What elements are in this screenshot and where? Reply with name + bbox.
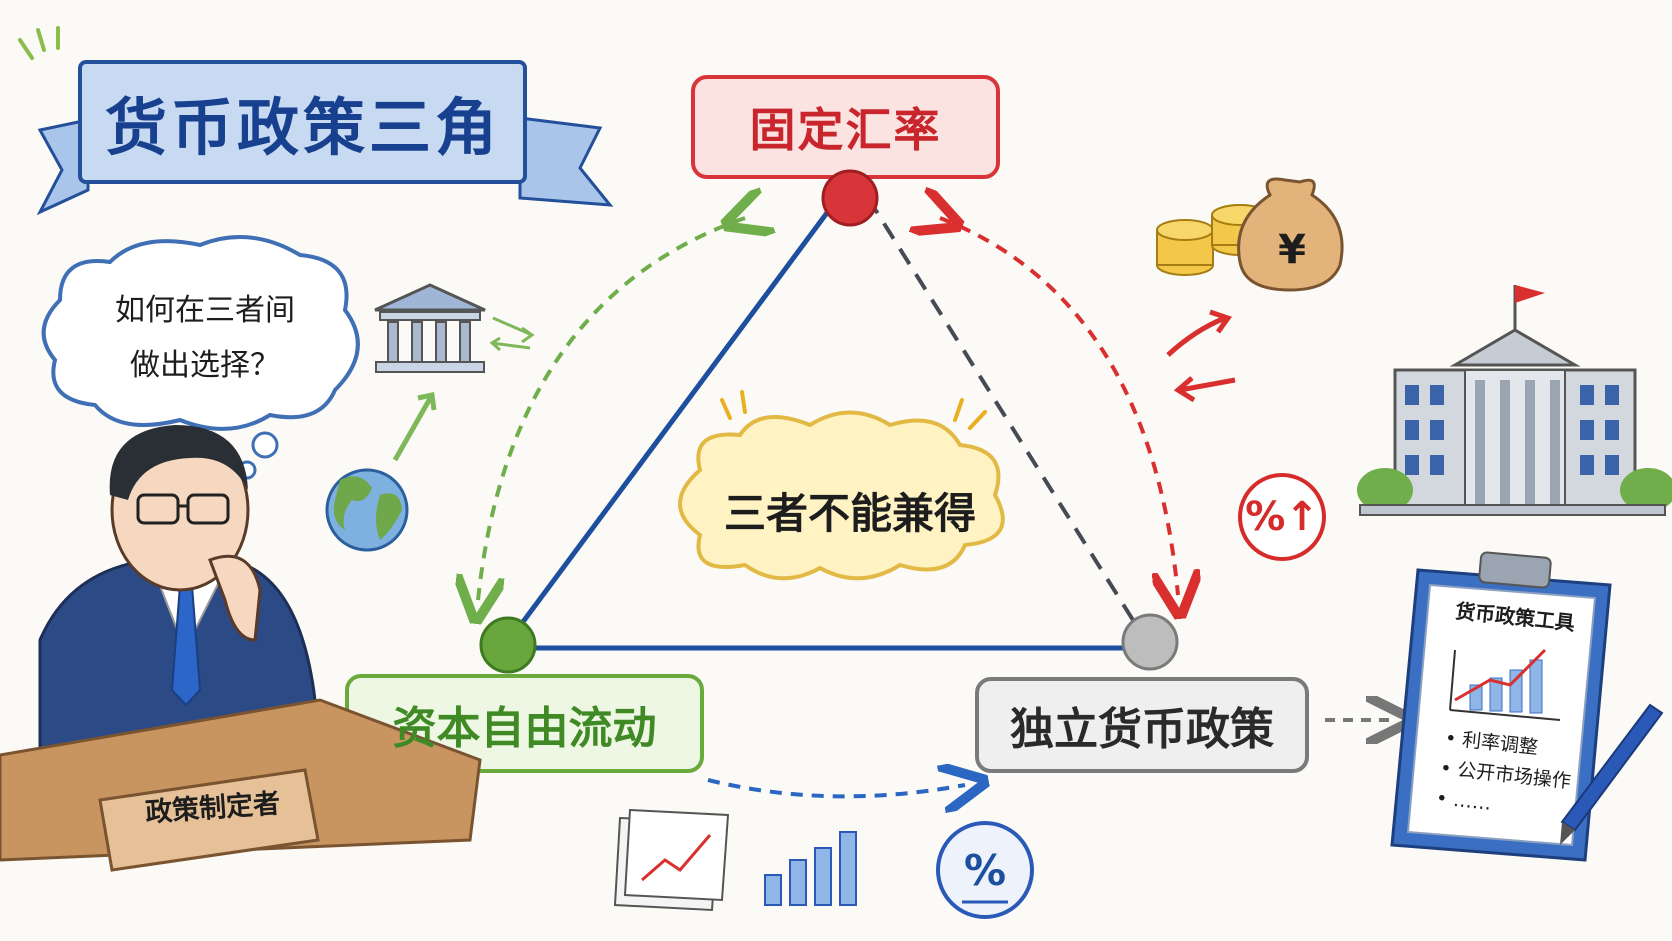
blue-bottom-arrow [707, 780, 965, 796]
chart-paper-icon [613, 808, 730, 912]
nameplate [98, 768, 320, 872]
red-left-arrow [1173, 376, 1236, 403]
percent-up-icon [1238, 473, 1326, 561]
vertex-right [1121, 613, 1179, 671]
page-title: 货币政策三角 [104, 91, 501, 164]
globe-icon [325, 468, 409, 552]
vertex-left [479, 616, 537, 674]
percent-circle-icon [936, 821, 1034, 919]
vertex-top [821, 169, 879, 227]
green-curve-arrow [478, 218, 745, 600]
thought-bubble [41, 235, 360, 480]
yen-label: ¥ [1278, 227, 1306, 273]
trilemma-center-label: 三者不能兼得 [723, 488, 976, 538]
thought-line-2: 做出选择？ [130, 348, 280, 383]
center-cloud [678, 390, 1005, 581]
up-green-arrow [392, 391, 437, 462]
title-ribbon [18, 26, 614, 216]
swap-arrows-icon [489, 316, 535, 352]
red-curve-arrow [940, 218, 1178, 595]
policy-maker-figure [38, 425, 317, 762]
pen-icon [1560, 703, 1664, 845]
money-bag-icon [1237, 177, 1344, 292]
clipboard-icon [1390, 551, 1612, 862]
bank-icon [374, 283, 486, 373]
red-up-arrow [1166, 309, 1233, 357]
central-bank-building-icon [1357, 285, 1672, 516]
bar-chart-icon [764, 831, 857, 906]
node-right-box [975, 677, 1309, 773]
percent-up-label: %↑ [1245, 494, 1319, 540]
node-independent-monetary-policy: 独立货币政策 [1010, 704, 1274, 755]
node-fixed-exchange-rate: 固定汇率 [749, 103, 942, 157]
thought-bubble-text: 如何在三者间 做出选择？ [55, 283, 355, 403]
node-free-capital-flow: 资本自由流动 [392, 702, 657, 754]
thought-line-1: 如何在三者间 [115, 293, 295, 328]
percent-label: % [963, 845, 1007, 895]
